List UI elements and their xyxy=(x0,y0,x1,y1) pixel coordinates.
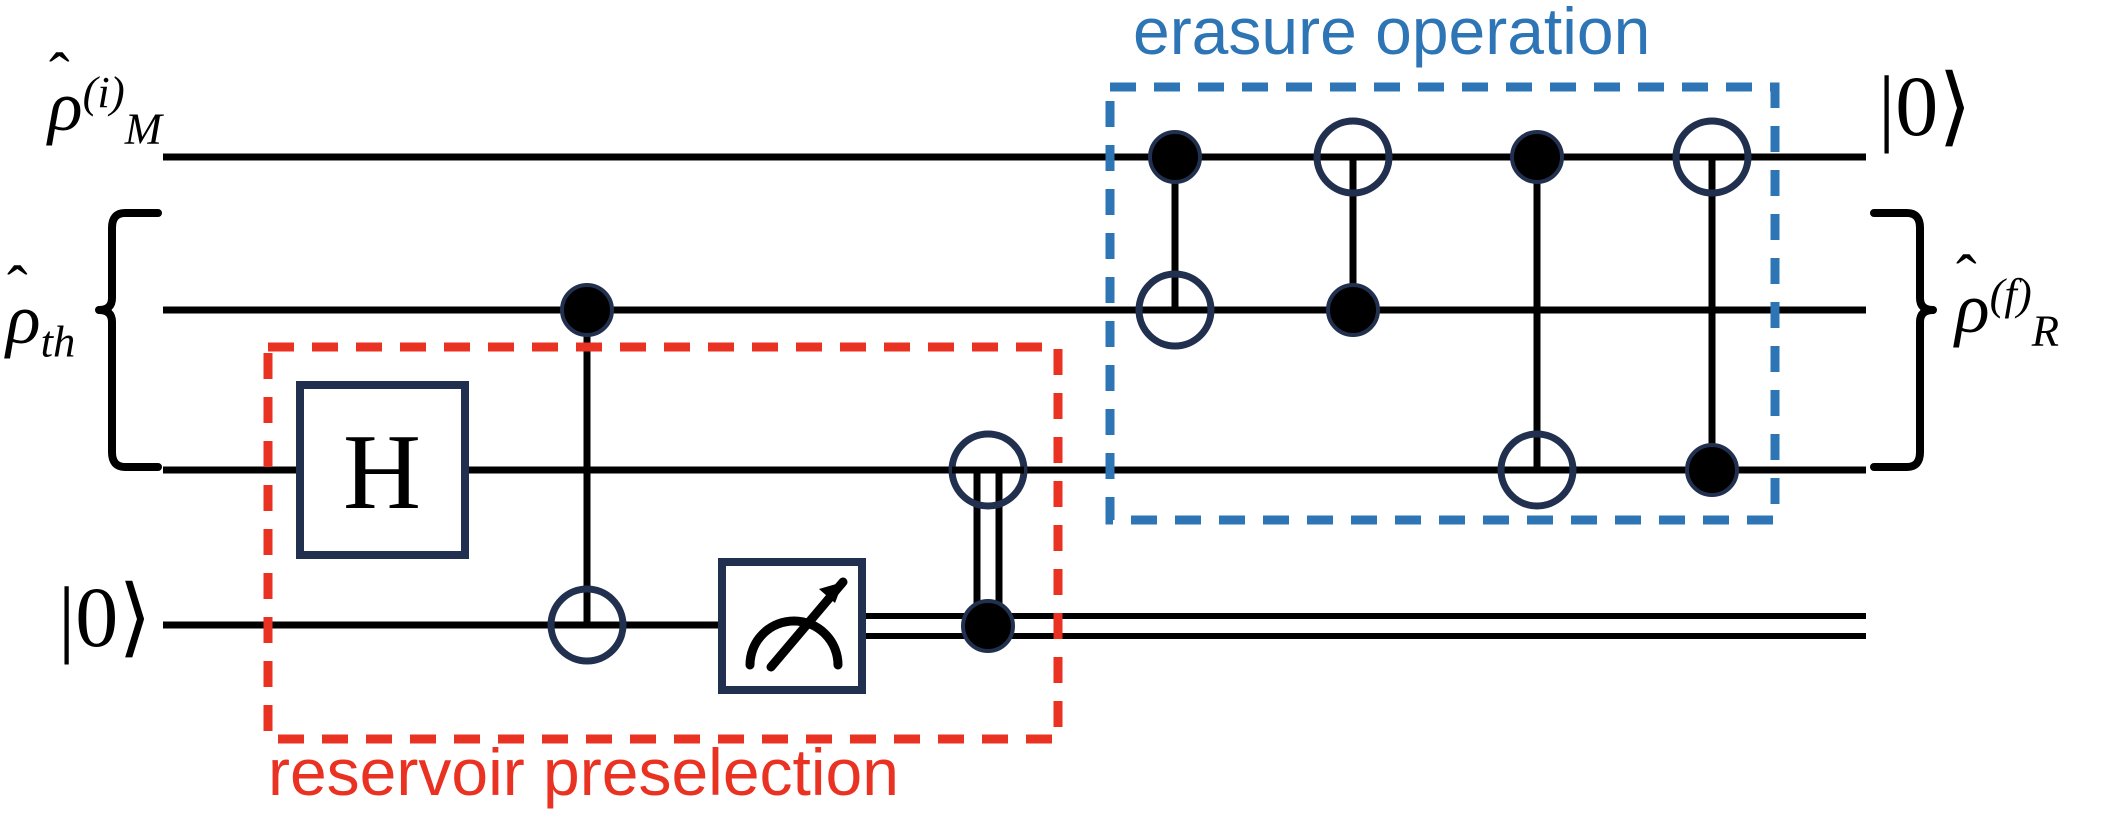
label-memory-output-state: |0⟩ xyxy=(1878,58,1972,154)
label-ancilla-input-state: |0⟩ xyxy=(58,569,152,665)
gate-erasure-cnot-3[interactable] xyxy=(1497,130,1577,510)
rho-symbol-reservoir-out: ρ xyxy=(1955,268,1990,349)
subscript-memory-in: M xyxy=(124,103,162,154)
erasure-operation-box xyxy=(1105,82,1780,525)
hat-accent-memory-in: ˆ xyxy=(49,41,70,110)
hat-accent-reservoir-out: ˆ xyxy=(1956,243,1977,312)
meter-arrowhead-icon xyxy=(819,582,843,603)
reservoir-preselection-box xyxy=(263,342,1063,744)
gate-cnot-preselection[interactable] xyxy=(547,283,627,665)
gate-erasure-cnot-4[interactable] xyxy=(1672,117,1752,497)
gate-measurement[interactable] xyxy=(718,558,866,694)
rho-symbol-reservoir-in: ρ xyxy=(6,279,41,359)
rho-symbol-memory-in: ρ xyxy=(48,66,83,147)
erasure-cnot-1-target-circle xyxy=(1135,270,1215,350)
superscript-reservoir-out: (f) xyxy=(1989,269,2032,319)
erasure-cnot-3-target-circle xyxy=(1497,430,1577,510)
erasure-cnot-2-control-dot xyxy=(1326,283,1380,337)
hadamard-box xyxy=(296,381,469,559)
reservoir-preselection-label: reservoir preselection xyxy=(268,735,899,809)
gate-classical-x[interactable] xyxy=(948,430,1028,653)
cnot-preselection-control-dot xyxy=(560,283,614,337)
cnot-preselection-target-circle xyxy=(547,585,627,665)
left-brace xyxy=(95,209,162,471)
erasure-cnot-4-control-dot xyxy=(1685,443,1739,497)
superscript-memory-in: (i) xyxy=(82,67,125,117)
hadamard-label: H xyxy=(343,413,421,532)
erasure-cnot-1-control-dot xyxy=(1148,130,1202,184)
erasure-operation-label: erasure operation xyxy=(1133,0,1651,68)
gate-erasure-cnot-2[interactable] xyxy=(1313,117,1393,337)
classical-x-control-dot xyxy=(961,599,1015,653)
erasure-cnot-4-target-circle xyxy=(1672,117,1752,197)
gate-hadamard[interactable]: H xyxy=(296,381,469,559)
subscript-reservoir-out: R xyxy=(2031,305,2059,356)
erasure-cnot-3-control-dot xyxy=(1510,130,1564,184)
subscript-reservoir-in: th xyxy=(40,316,76,367)
erasure-cnot-2-target-circle xyxy=(1313,117,1393,197)
right-brace xyxy=(1870,209,1937,471)
gate-erasure-cnot-1[interactable] xyxy=(1135,130,1215,350)
hat-accent-reservoir-in: ˆ xyxy=(7,254,28,323)
meter-arc-icon xyxy=(745,616,843,670)
